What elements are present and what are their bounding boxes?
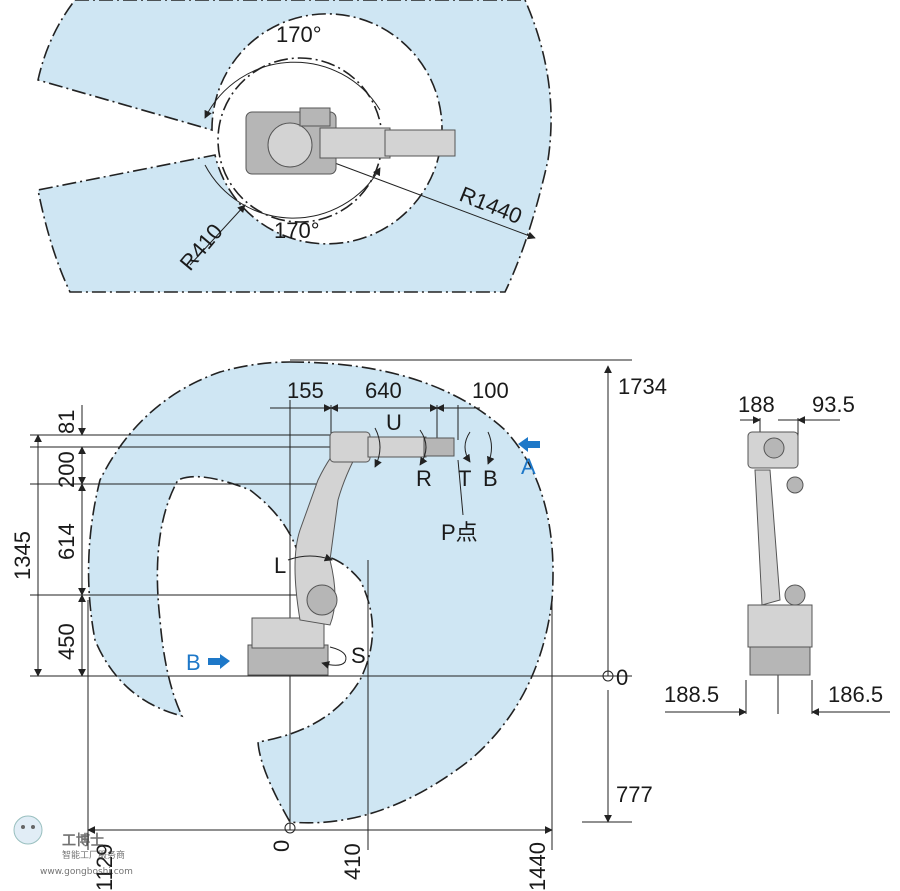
dim-left-total: 1345	[10, 531, 35, 580]
front-view: 188 93.5 188.5 186.5	[664, 392, 890, 716]
dim-left-614: 614	[54, 523, 79, 560]
watermark-brand: 工博士	[62, 832, 104, 849]
axis-b-label: B	[483, 466, 498, 491]
axis-u-label: U	[386, 410, 402, 435]
dim-bottom-1129: 1129	[92, 844, 117, 891]
side-view-envelope	[87, 361, 554, 824]
front-dim-93-5: 93.5	[812, 392, 855, 417]
angle-arc-top	[204, 61, 381, 119]
front-dim-186-5: 186.5	[828, 682, 883, 707]
axis-t-label: T	[458, 466, 471, 491]
dim-top-640: 640	[365, 378, 402, 403]
watermark-logo: 工博士 智能工厂服务商 www.gongboshi.com	[13, 815, 133, 877]
angle-bottom-label: 170°	[274, 218, 320, 243]
dim-right-zero: 0	[616, 665, 628, 690]
front-dim-188-5: 188.5	[664, 682, 719, 707]
dim-bottom-410: 410	[340, 843, 365, 880]
axis-s-label: S	[351, 643, 366, 668]
side-view: 155 640 100 81 200 614 450 1345 1734 0 7…	[10, 359, 667, 891]
dim-left-450: 450	[54, 623, 79, 660]
dim-top-155: 155	[287, 378, 324, 403]
angle-arc-bottom	[204, 164, 381, 219]
dim-top-100: 100	[472, 378, 509, 403]
radius-line-r410	[189, 204, 246, 266]
view-b-arrow	[208, 654, 230, 669]
dim-bottom-1440: 1440	[525, 842, 550, 891]
dim-right-1734: 1734	[618, 374, 667, 399]
angle-top-label: 170°	[276, 22, 322, 47]
dim-left-81: 81	[54, 410, 79, 434]
front-dim-188: 188	[738, 392, 775, 417]
dim-bottom-0: 0	[269, 840, 294, 852]
view-a-arrow	[518, 437, 540, 452]
view-b-label: B	[186, 650, 201, 675]
robot-front-silhouette	[747, 431, 813, 676]
top-view: 170° 170° R410 R1440	[37, 0, 552, 293]
robot-top-silhouette	[245, 107, 456, 175]
radius-line-r1440	[299, 149, 536, 240]
axis-r-label: R	[416, 466, 432, 491]
view-a-label: A	[521, 454, 536, 479]
watermark-tagline: 智能工厂服务商	[62, 849, 125, 861]
p-point-label: P点	[441, 520, 478, 545]
dim-left-200: 200	[54, 451, 79, 488]
axis-l-label: L	[274, 553, 286, 578]
robot-side-silhouette	[247, 431, 455, 676]
watermark-url: www.gongboshi.com	[40, 867, 133, 877]
dim-right-777: 777	[616, 782, 653, 807]
